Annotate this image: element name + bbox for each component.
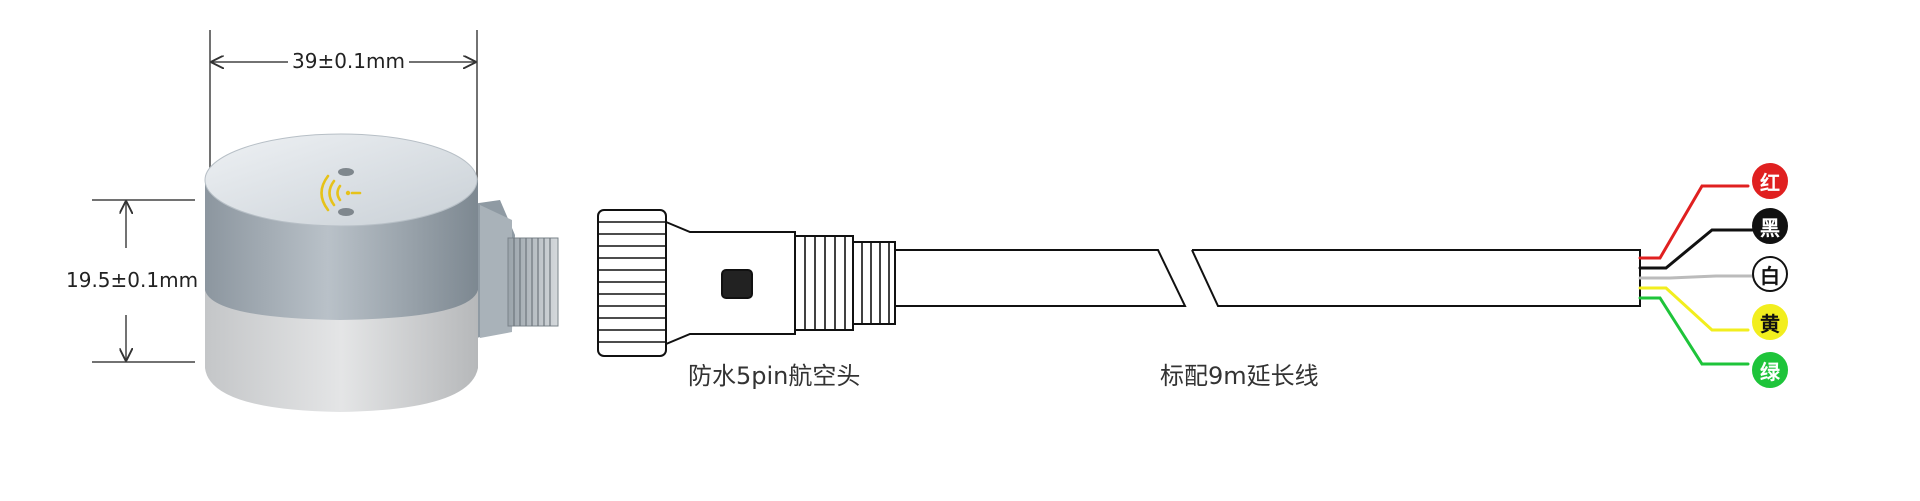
connector-label: 防水5pin航空头 bbox=[688, 362, 861, 390]
sensor-body bbox=[204, 133, 559, 412]
cable-label: 标配9m延长线 bbox=[1160, 362, 1319, 390]
wire-fanout bbox=[1638, 184, 1762, 366]
wire-white-badge: 白 bbox=[1752, 256, 1788, 292]
height-dimension-label: 19.5±0.1mm bbox=[62, 268, 203, 292]
wire-yellow-badge: 黄 bbox=[1752, 304, 1788, 340]
wireless-signal-icon bbox=[320, 174, 362, 212]
wire-white-label: 白 bbox=[1760, 263, 1780, 288]
width-dimension-label: 39±0.1mm bbox=[288, 49, 409, 73]
wire-red-label: 红 bbox=[1760, 170, 1780, 195]
height-dimension bbox=[92, 199, 195, 363]
wire-yellow-label: 黄 bbox=[1760, 311, 1780, 336]
wire-black-label: 黑 bbox=[1760, 215, 1780, 240]
extension-cable bbox=[895, 249, 1641, 307]
waterproof-connector bbox=[597, 209, 896, 357]
wire-green-badge: 绿 bbox=[1752, 352, 1788, 388]
wire-green-label: 绿 bbox=[1760, 359, 1780, 384]
threaded-stud bbox=[507, 237, 559, 327]
wire-red-badge: 红 bbox=[1752, 163, 1788, 199]
wire-black-badge: 黑 bbox=[1752, 208, 1788, 244]
